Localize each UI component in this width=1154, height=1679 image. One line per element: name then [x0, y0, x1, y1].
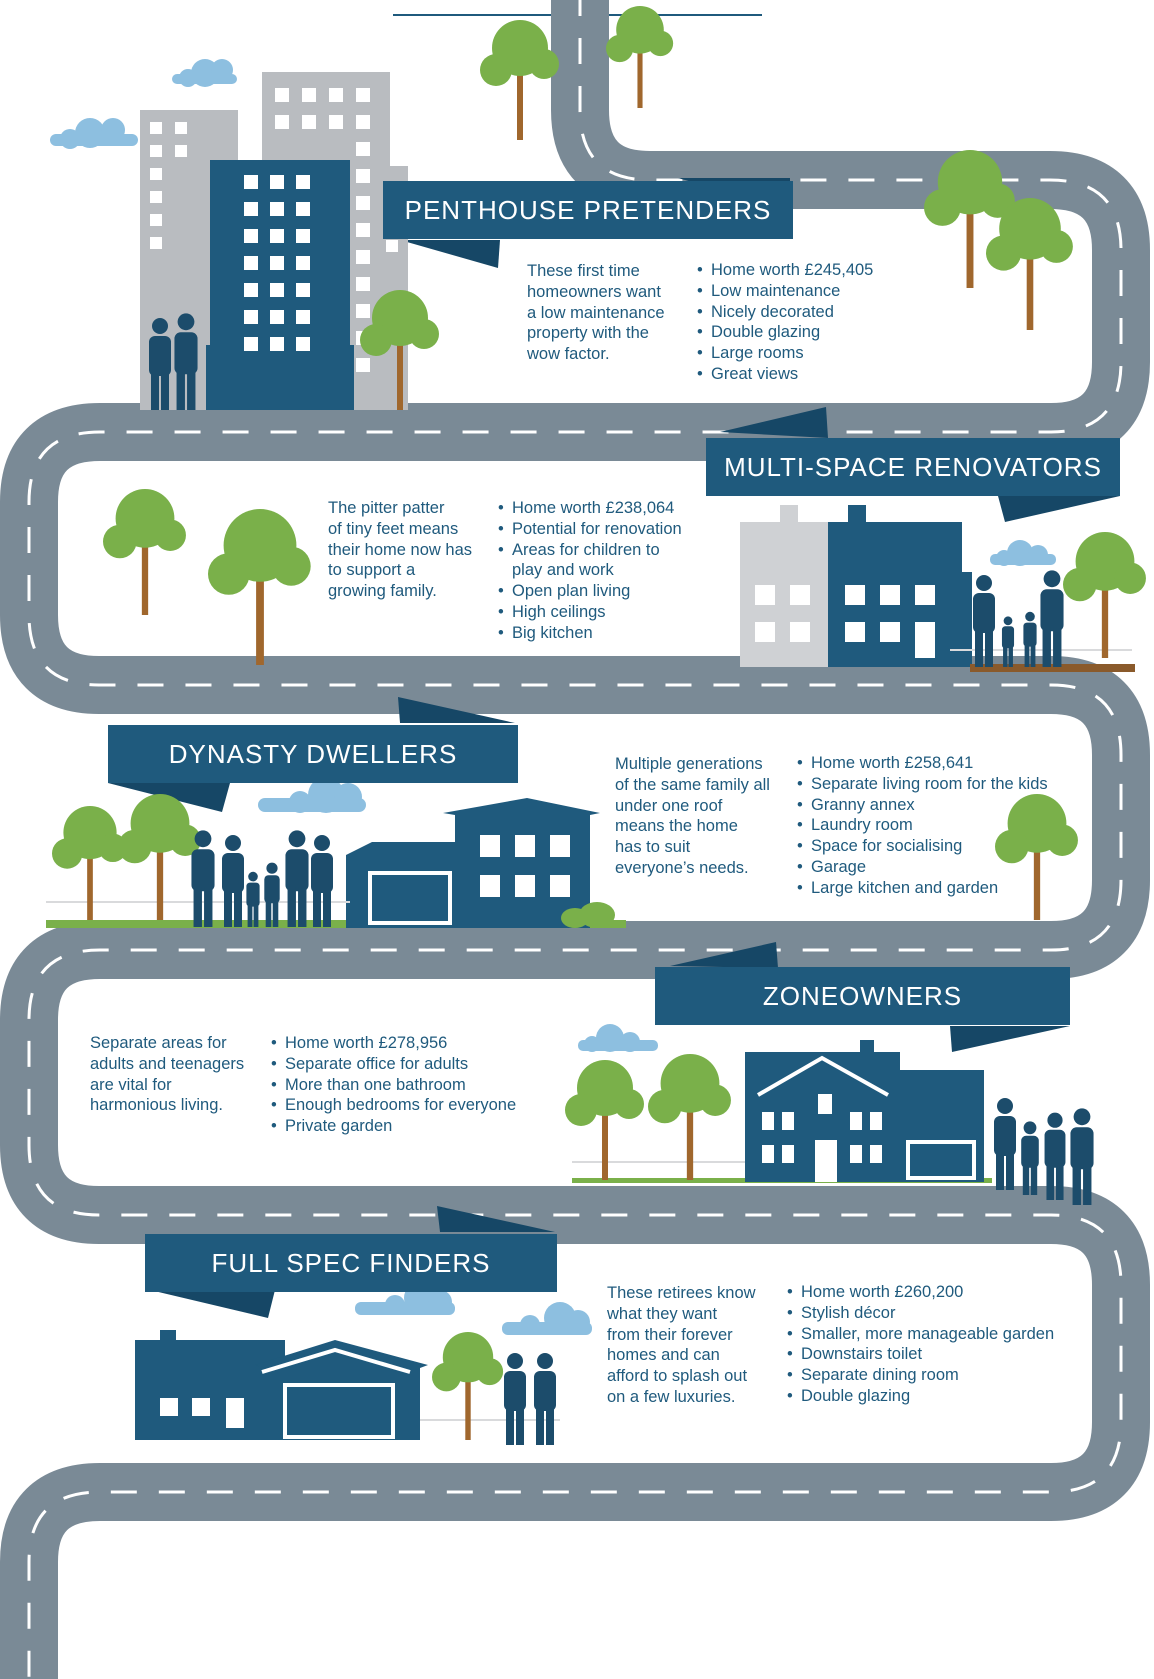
person-silhouette-icon [191, 830, 215, 927]
person-silhouette-icon [1044, 1112, 1066, 1200]
section-banner-dynasty-dwellers: DYNASTY DWELLERS [108, 725, 518, 783]
banner-fold [950, 1026, 1070, 1052]
feature-item: Nicely decorated [697, 302, 937, 323]
feature-item: Large kitchen and garden [797, 878, 1097, 899]
banner-fold [400, 240, 500, 268]
banner-fold [398, 697, 515, 723]
detached-house [572, 1040, 992, 1183]
cloud-icon [502, 1302, 592, 1335]
feature-item: More than one bathroom [271, 1075, 561, 1096]
cloud-icon [258, 777, 366, 813]
feature-item: Stylish décor [787, 1303, 1087, 1324]
section-banner-zoneowners: ZONEOWNERS [655, 967, 1070, 1025]
person-silhouette-icon [504, 1353, 526, 1445]
feature-item: Laundry room [797, 815, 1097, 836]
person-silhouette-icon [973, 575, 995, 667]
banner-fold [720, 407, 828, 438]
feature-item: Smaller, more manageable garden [787, 1324, 1087, 1345]
feature-item: Home worth £258,641 [797, 753, 1097, 774]
tree-icon [360, 290, 439, 410]
tree-icon [648, 1054, 731, 1180]
feature-item: Separate office for adults [271, 1054, 561, 1075]
person-silhouette-icon [1001, 616, 1015, 667]
cloud-icon [990, 540, 1056, 566]
feature-item: Home worth £245,405 [697, 260, 937, 281]
person-silhouette-icon [222, 835, 244, 927]
tree-icon [118, 794, 201, 920]
feature-item: Big kitchen [498, 623, 728, 644]
section-description: The pitter patter of tiny feet means the… [328, 499, 472, 601]
section-banner-penthouse-pretenders: PENTHOUSE PRETENDERS [383, 181, 793, 239]
tree-icon [1063, 532, 1146, 658]
feature-item: Separate dining room [787, 1365, 1087, 1386]
section-banner-full-spec-finders: FULL SPEC FINDERS [145, 1234, 557, 1292]
cloud-icon [578, 1024, 658, 1052]
person-silhouette-icon [1023, 611, 1037, 667]
feature-item: Double glazing [787, 1386, 1087, 1407]
feature-item: Double glazing [697, 322, 937, 343]
feature-list: Home worth £245,405 Low maintenance Nice… [697, 260, 937, 385]
section-banner-multi-space-renovators: MULTI-SPACE RENOVATORS [706, 438, 1120, 496]
tree-icon [208, 509, 311, 665]
feature-item: Home worth £238,064 [498, 498, 728, 519]
feature-item: Downstairs toilet [787, 1344, 1087, 1365]
ground-strip [970, 664, 1135, 672]
cloud-icon [172, 59, 237, 87]
banner-fold [437, 1206, 555, 1232]
person-silhouette-icon [246, 871, 260, 927]
feature-list: Home worth £278,956 Separate office for … [271, 1033, 561, 1137]
feature-item: Large rooms [697, 343, 937, 364]
feature-list: Home worth £260,200 Stylish décor Smalle… [787, 1282, 1087, 1407]
feature-item: Private garden [271, 1116, 561, 1137]
feature-item: Low maintenance [697, 281, 937, 302]
feature-item: High ceilings [498, 602, 728, 623]
person-silhouette-icon [994, 1098, 1016, 1190]
person-silhouette-icon [264, 862, 280, 927]
person-silhouette-icon [149, 318, 171, 410]
feature-item: Areas for children to play and work [498, 540, 728, 582]
tree-icon [606, 6, 674, 108]
person-silhouette-icon [1040, 570, 1064, 667]
cloud-icon [50, 118, 138, 149]
feature-item: Open plan living [498, 581, 728, 602]
feature-item: Garage [797, 857, 1097, 878]
person-silhouette-icon [1021, 1121, 1039, 1195]
feature-item: Home worth £260,200 [787, 1282, 1087, 1303]
person-silhouette-icon [174, 313, 198, 410]
person-silhouette-icon [285, 830, 309, 927]
feature-item: Home worth £278,956 [271, 1033, 561, 1054]
feature-item: Separate living room for the kids [797, 774, 1097, 795]
tree-icon [565, 1060, 644, 1180]
bungalow-with-garage [135, 1330, 428, 1440]
section-description: Multiple generations of the same family … [615, 755, 770, 877]
section-description: These first time homeowners want a low m… [527, 262, 665, 364]
person-silhouette-icon [311, 835, 333, 927]
feature-list: Home worth £258,641 Separate living room… [797, 753, 1097, 899]
family-house-with-garage [46, 798, 626, 928]
tree-icon [103, 489, 186, 615]
banner-fold [670, 942, 778, 968]
feature-item: Space for socialising [797, 836, 1097, 857]
tree-icon [432, 1332, 504, 1440]
tree-icon [986, 198, 1073, 330]
person-silhouette-icon [1070, 1108, 1094, 1205]
banner-fold [150, 1290, 275, 1318]
two-storey-house [740, 505, 972, 667]
feature-item: Great views [697, 364, 937, 385]
person-silhouette-icon [534, 1353, 556, 1445]
section-description: Separate areas for adults and teenagers … [90, 1034, 245, 1115]
feature-list: Home worth £238,064 Potential for renova… [498, 498, 728, 644]
section-description: These retirees know what they want from … [607, 1284, 756, 1406]
feature-item: Enough bedrooms for everyone [271, 1095, 561, 1116]
banner-fold [998, 496, 1120, 522]
tree-icon [480, 20, 559, 140]
feature-item: Granny annex [797, 795, 1097, 816]
feature-item: Potential for renovation [498, 519, 728, 540]
